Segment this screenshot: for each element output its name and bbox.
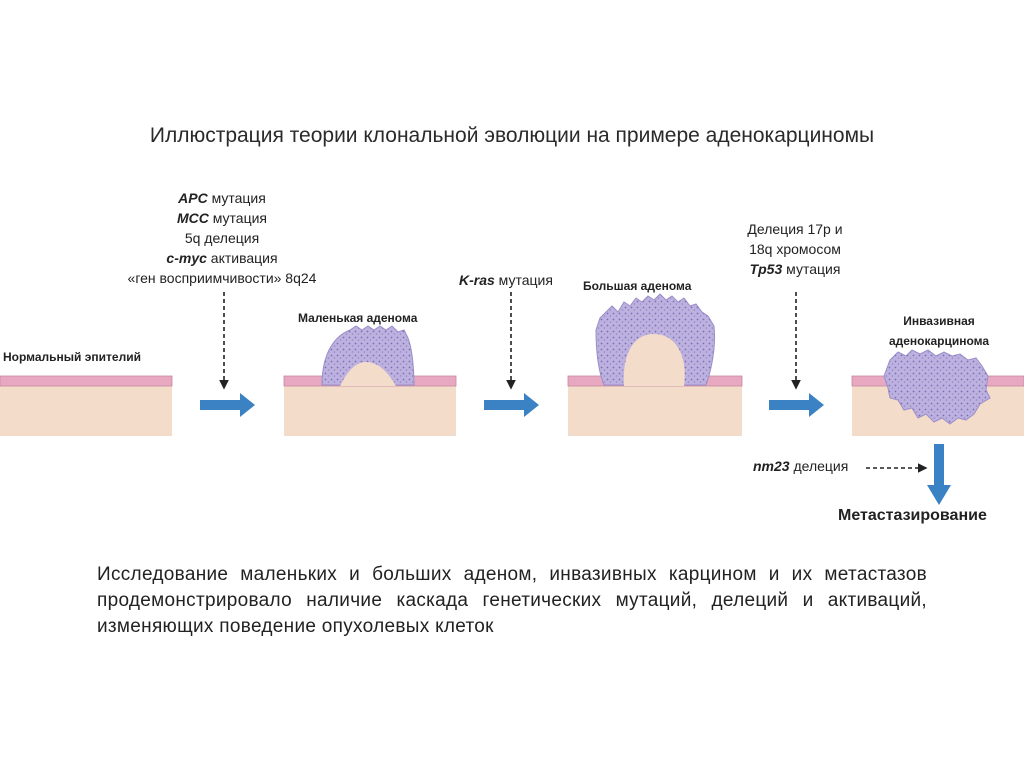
gene-c-myc: c-myc [166,250,207,266]
mutation-text: мутация [782,261,841,277]
small-adenoma-shape [321,325,415,386]
gene-mcc: MCC [176,210,209,226]
mutation-list-1: APC мутация MCC мутация 5q делеция c-myc… [102,188,342,288]
tissue-panel-small-adenoma [283,325,457,436]
tissue-panel-large-adenoma [567,293,743,436]
mutation-text: активация [206,250,278,266]
mutation-text: 5q делеция [184,230,260,246]
blue-arrow-2 [484,393,539,417]
mutation-text: мутация [207,190,266,206]
tissue-panel-invasive [851,349,1024,436]
gene-tp53: Tp53 [749,261,783,277]
gene-nm23: nm23 [753,458,790,474]
label-invasive-line2: аденокарцинома [888,334,990,348]
summary-paragraph: Исследование маленьких и больших аденом,… [97,564,927,637]
label-large-adenoma: Большая аденома [583,279,692,293]
mutation-text: 18q хромосом [749,241,841,257]
blue-arrow-3 [769,393,824,417]
blue-arrow-down [927,444,951,505]
mutation-text: мутация [208,210,268,226]
page-title: Иллюстрация теории клональной эволюции н… [149,124,875,147]
gene-k-ras: K-ras [459,272,495,288]
label-invasive: Инвазивная аденокарцинома [864,311,1014,351]
mutation-text: мутация [494,272,553,288]
mutation-list-2: K-ras мутация [459,270,553,290]
label-normal-epithelium: Нормальный эпителий [3,350,141,364]
mutation-nm23: nm23 делеция [753,456,848,476]
tissue-panel-normal [0,375,173,436]
invasive-tumor-shape [883,349,991,425]
mutation-list-3: Делеция 17р и 18q хромосом Tp53 мутация [720,219,870,279]
label-invasive-line1: Инвазивная [903,314,975,328]
label-metastasis: Метастазирование [838,507,987,524]
blue-arrow-1 [200,393,255,417]
mutation-text: делеция [789,458,849,474]
mutation-text: Делеция 17р и [747,221,843,237]
mutation-text: «ген восприимчивости» 8q24 [127,270,317,286]
label-small-adenoma: Маленькая аденома [298,311,418,325]
gene-apc: APC [178,190,208,206]
